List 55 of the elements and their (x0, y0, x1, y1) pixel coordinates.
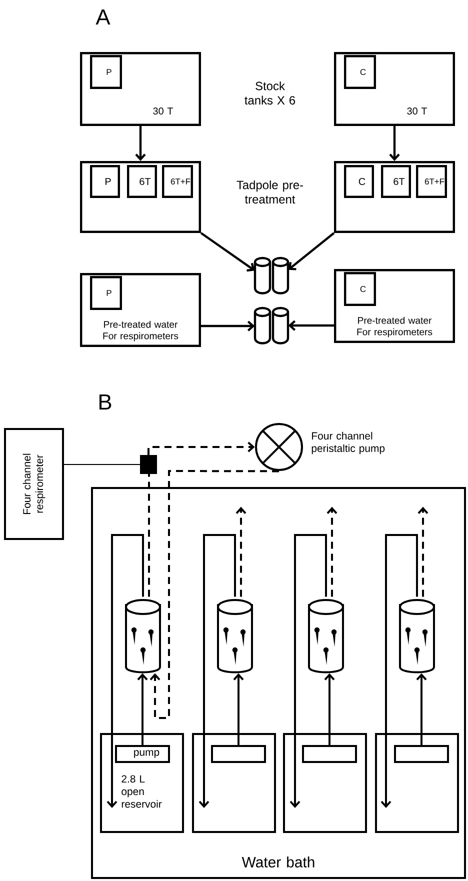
section-label: Tadpole pre-treatment (236, 180, 303, 204)
arrow (198, 534, 236, 808)
connector-line (64, 464, 140, 465)
panel-letter: B (99, 394, 112, 410)
respirometer-box: Four channel respirometer (4, 428, 64, 540)
label-box: C (344, 55, 376, 89)
arrow (200, 232, 255, 272)
label-box: 6T+F (162, 165, 193, 198)
pump-box: pump (115, 745, 170, 763)
label-box: 6T+F (416, 165, 447, 198)
arrow (201, 320, 255, 332)
arrow (137, 673, 148, 745)
label-box: 6T (381, 165, 411, 198)
reservoir-box (283, 733, 367, 833)
arrow (380, 534, 418, 808)
tube (254, 306, 272, 344)
reservoir-box (375, 733, 459, 833)
tank-box (80, 161, 201, 233)
respirometer-chamber (125, 599, 161, 674)
arrow (418, 506, 428, 597)
section-label: Stock tanks X 6 (244, 81, 296, 105)
arrow (324, 673, 335, 745)
pump-box (394, 745, 449, 763)
pump-box (302, 745, 357, 763)
arrow (416, 673, 427, 745)
label-box: C (344, 165, 374, 198)
arrow (150, 470, 279, 719)
connector-line (148, 474, 150, 597)
tube (272, 256, 290, 294)
arrow (288, 232, 335, 270)
node-caption: Four channel peristaltic pump (312, 432, 385, 454)
reservoir-box (192, 733, 276, 833)
arrow (233, 673, 244, 745)
label-box: P (90, 55, 122, 89)
label-box: P (90, 165, 120, 198)
pump-box (211, 745, 266, 763)
arrow (148, 442, 255, 455)
arrow (290, 534, 327, 808)
arrow (326, 506, 338, 597)
panel-letter: A (96, 9, 110, 25)
arrow (135, 126, 146, 161)
respirometer-chamber (217, 599, 253, 674)
sensor-box (140, 455, 157, 474)
label-box: C (344, 272, 376, 306)
arrow (389, 126, 400, 161)
label-box: P (90, 276, 122, 310)
respirometer-chamber (399, 599, 435, 674)
arrow (236, 506, 246, 597)
label-box: 6T (127, 165, 157, 198)
arrow (288, 320, 334, 331)
tube (272, 306, 290, 344)
tube (254, 256, 272, 294)
arrow (106, 534, 144, 808)
respirometer-chamber (308, 599, 344, 674)
tank-box (334, 161, 455, 233)
